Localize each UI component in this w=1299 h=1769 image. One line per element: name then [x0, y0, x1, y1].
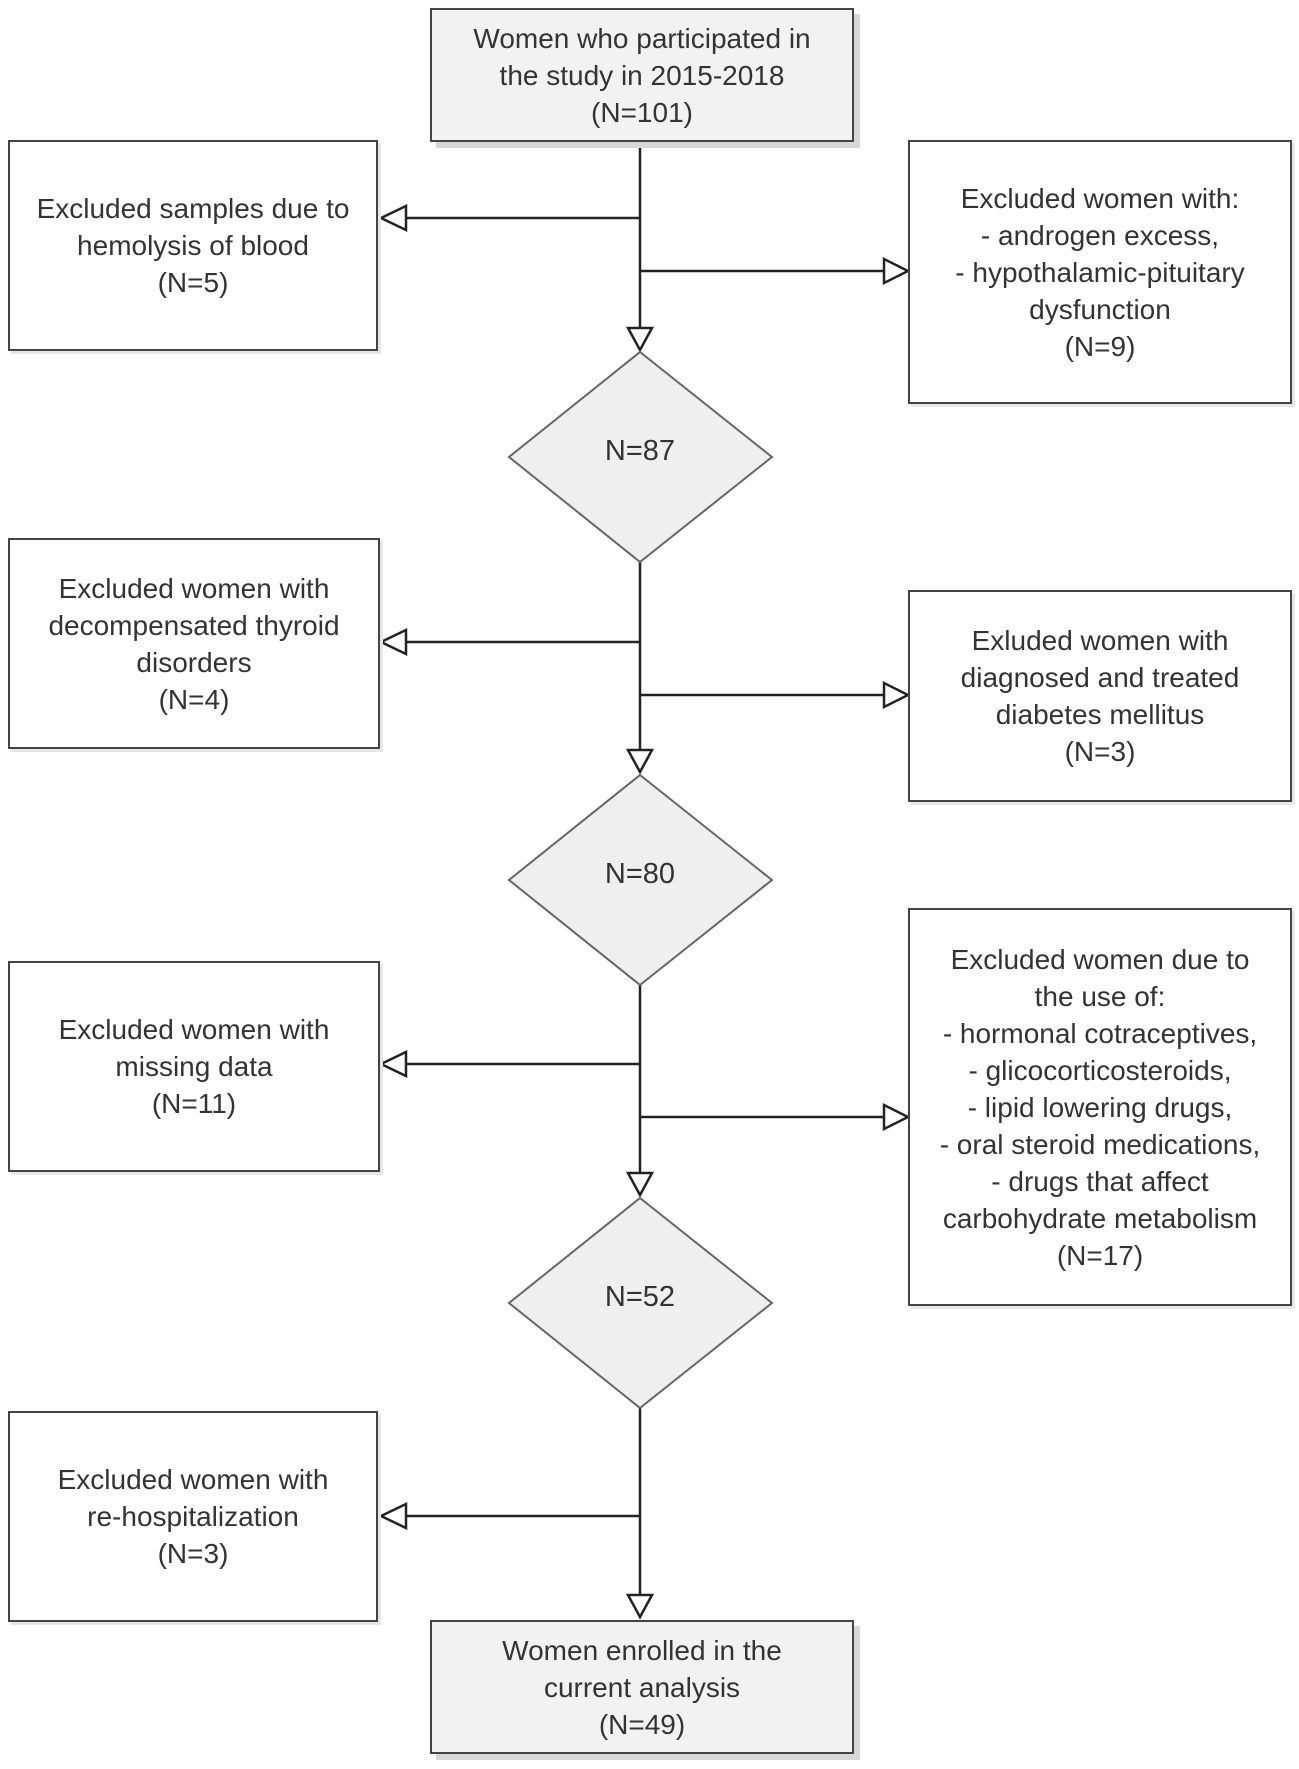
box-line: - hormonal cotraceptives, — [942, 1017, 1258, 1049]
box-line: - glicocorticosteroids, — [968, 1054, 1232, 1086]
count-label: N=87 — [604, 435, 676, 467]
box-line: re-hospitalization — [87, 1501, 299, 1532]
box-line: missing data — [115, 1051, 273, 1082]
box-line: diagnosed and treated — [960, 662, 1240, 693]
arrowhead-right — [882, 680, 911, 710]
box-line: Women who participated in — [473, 22, 811, 54]
exclusion-box-left: Excluded women with re-hospitalization (… — [8, 1411, 378, 1622]
count-label: N=52 — [604, 1281, 676, 1313]
arrowhead-down — [625, 748, 655, 775]
box-line: Excluded samples due to — [36, 193, 350, 224]
box-line: disorders — [136, 646, 252, 678]
box-line: - drugs that affect — [991, 1165, 1209, 1197]
box-line: (N=17) — [1056, 1239, 1144, 1271]
exclusion-box-right: Excluded women with: - androgen excess, … — [908, 140, 1292, 404]
box-line: (N=11) — [151, 1088, 237, 1119]
box-line: decompensated thyroid — [48, 609, 340, 641]
count-diamond — [507, 1196, 774, 1410]
arrowhead-down — [625, 1593, 655, 1620]
box-line: - androgen excess, — [980, 219, 1220, 251]
arrowhead-right — [882, 256, 911, 286]
exclusion-box-left: Excluded samples due to hemolysis of blo… — [8, 140, 378, 351]
count-label: N=80 — [604, 858, 676, 890]
arrowhead-right — [882, 1102, 911, 1132]
arrowhead-left — [378, 628, 408, 656]
box-line: (N=5) — [157, 267, 229, 298]
arrowhead-left — [378, 204, 408, 232]
box-line: (N=3) — [1064, 736, 1136, 767]
box-line: - lipid lowering drugs, — [967, 1091, 1233, 1123]
count-diamond — [507, 773, 774, 987]
box-line: - hypothalamic-pituitary — [955, 256, 1245, 288]
exclusion-box-left: Excluded women with missing data (N=11) — [8, 961, 380, 1172]
box-line: - oral steroid medications, — [939, 1128, 1261, 1160]
box-line: (N=3) — [157, 1538, 229, 1569]
box-line: (N=49) — [598, 1708, 686, 1740]
end-box: Women enrolled in the current analysis (… — [430, 1620, 854, 1754]
box-line: Excluded women due to — [950, 943, 1250, 975]
box-line: (N=101) — [591, 96, 693, 128]
exclusion-box-left: Excluded women with decompensated thyroi… — [8, 538, 380, 749]
box-line: diabetes mellitus — [995, 699, 1205, 730]
box-line: (N=9) — [1064, 330, 1136, 362]
box-line: carbohydrate metabolism — [942, 1202, 1258, 1234]
box-line: current analysis — [543, 1671, 741, 1703]
box-line: the use of: — [1034, 980, 1166, 1012]
arrowhead-down — [625, 1171, 655, 1198]
exclusion-box-right: Exluded women with diagnosed and treated… — [908, 590, 1292, 802]
box-line: Exluded women with — [971, 625, 1229, 656]
box-line: dysfunction — [1029, 293, 1171, 325]
box-line: Excluded women with — [57, 1464, 329, 1495]
box-line: the study in 2015-2018 — [499, 59, 785, 91]
count-diamond — [507, 350, 774, 564]
box-line: Excluded women with — [58, 572, 330, 604]
arrowhead-left — [378, 1502, 408, 1530]
arrowhead-down — [625, 326, 655, 353]
box-line: hemolysis of blood — [77, 230, 309, 261]
box-line: (N=4) — [158, 683, 230, 715]
box-line: Excluded women with — [58, 1014, 330, 1045]
box-line: Women enrolled in the — [502, 1634, 782, 1666]
box-line: Excluded women with: — [960, 182, 1240, 214]
exclusion-box-right: Excluded women due to the use of: - horm… — [908, 908, 1292, 1306]
start-box: Women who participated in the study in 2… — [430, 8, 854, 142]
arrowhead-left — [378, 1050, 408, 1078]
